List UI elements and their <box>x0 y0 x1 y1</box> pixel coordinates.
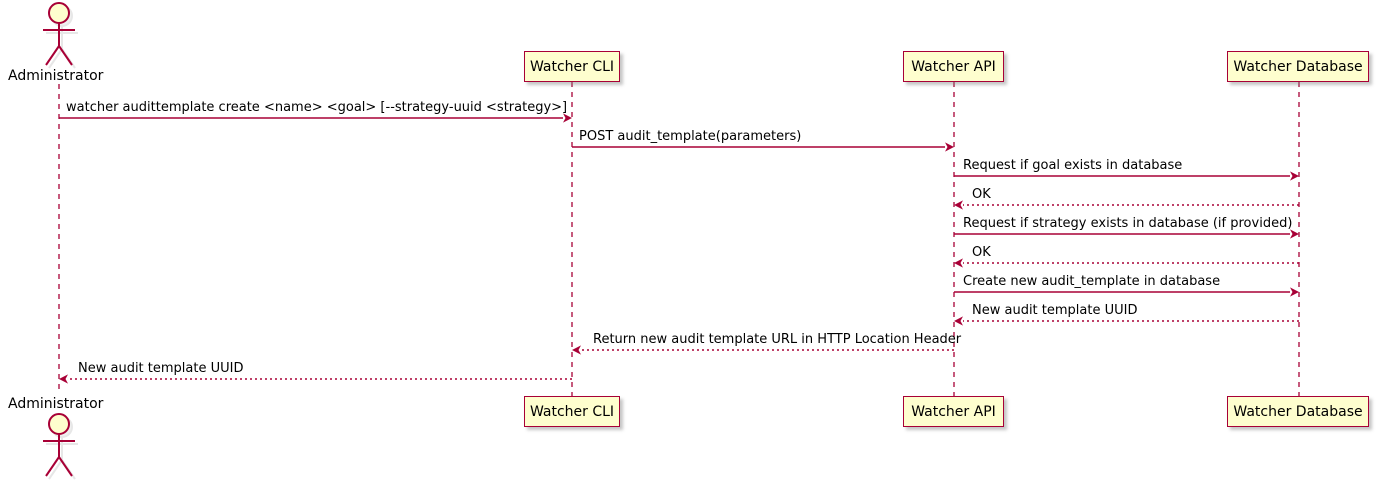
message-arrow-6 <box>954 258 1299 268</box>
message-arrow-3 <box>954 171 1299 181</box>
message-label-8: New audit template UUID <box>972 303 1138 318</box>
actor-leg-left-bottom <box>48 459 63 480</box>
message-label-2: POST audit_template(parameters) <box>579 129 802 144</box>
message-arrow-10 <box>59 374 572 384</box>
message-label-5: Request if strategy exists in database (… <box>963 216 1293 231</box>
actor-glyph-administrator-bottom <box>43 413 78 480</box>
actor-label-administrator-top: Administrator <box>8 68 104 84</box>
message-arrow-5 <box>954 229 1299 239</box>
participant-box-watcher-database-top[interactable]: Watcher Database <box>1227 51 1369 82</box>
message-arrowhead-9 <box>572 345 581 355</box>
participant-box-watcher-cli-top[interactable]: Watcher CLI <box>524 51 620 82</box>
participant-label-watcher-database: Watcher Database <box>1233 58 1363 75</box>
participant-label-watcher-database-bottom: Watcher Database <box>1233 403 1363 420</box>
participant-label-watcher-api: Watcher API <box>911 58 996 75</box>
message-label-7: Create new audit_template in database <box>963 274 1221 289</box>
arrows-group <box>59 113 1299 384</box>
actor-leg-left-top <box>45 45 60 66</box>
message-arrowhead-5 <box>1290 229 1299 239</box>
message-arrow-7 <box>954 287 1299 297</box>
participant-box-watcher-api-top[interactable]: Watcher API <box>903 51 1004 82</box>
message-arrow-9 <box>572 345 954 355</box>
actor-head-top <box>48 2 70 24</box>
actor-leg-left-bottom <box>45 456 60 477</box>
participant-box-watcher-api-bottom[interactable]: Watcher API <box>903 396 1004 427</box>
actor-leg-right-top <box>58 45 73 66</box>
actor-leg-right-bottom <box>58 456 73 477</box>
message-arrowhead-1 <box>563 113 572 123</box>
message-label-4: OK <box>972 187 991 202</box>
message-label-1: watcher audittemplate create <name> <goa… <box>66 100 568 115</box>
participant-label-watcher-api-bottom: Watcher API <box>911 403 996 420</box>
message-arrowhead-3 <box>1290 171 1299 181</box>
message-arrowhead-7 <box>1290 287 1299 297</box>
message-label-9: Return new audit template URL in HTTP Lo… <box>593 332 962 347</box>
participant-label-watcher-cli-bottom: Watcher CLI <box>529 403 615 420</box>
lifelines-group <box>58 82 1300 396</box>
message-arrowhead-6 <box>954 258 963 268</box>
message-arrow-2 <box>572 142 954 152</box>
message-label-3: Request if goal exists in database <box>963 158 1183 173</box>
participant-box-watcher-cli-bottom[interactable]: Watcher CLI <box>524 396 620 427</box>
actor-glyph-administrator-top <box>43 2 78 69</box>
message-arrow-1 <box>59 113 572 123</box>
message-arrowhead-8 <box>954 316 963 326</box>
actor-head-bottom <box>48 413 70 435</box>
actor-leg-left-top <box>48 48 63 69</box>
message-label-6: OK <box>972 245 991 260</box>
participant-label-watcher-cli: Watcher CLI <box>529 58 615 75</box>
message-arrow-4 <box>954 200 1299 210</box>
message-arrowhead-2 <box>945 142 954 152</box>
actor-glyphs-group <box>43 2 78 480</box>
message-arrow-8 <box>954 316 1299 326</box>
message-label-10: New audit template UUID <box>78 361 244 376</box>
actor-label-administrator-bottom: Administrator <box>8 396 104 412</box>
participant-box-watcher-database-bottom[interactable]: Watcher Database <box>1227 396 1369 427</box>
message-arrowhead-4 <box>954 200 963 210</box>
message-arrowhead-10 <box>59 374 68 384</box>
